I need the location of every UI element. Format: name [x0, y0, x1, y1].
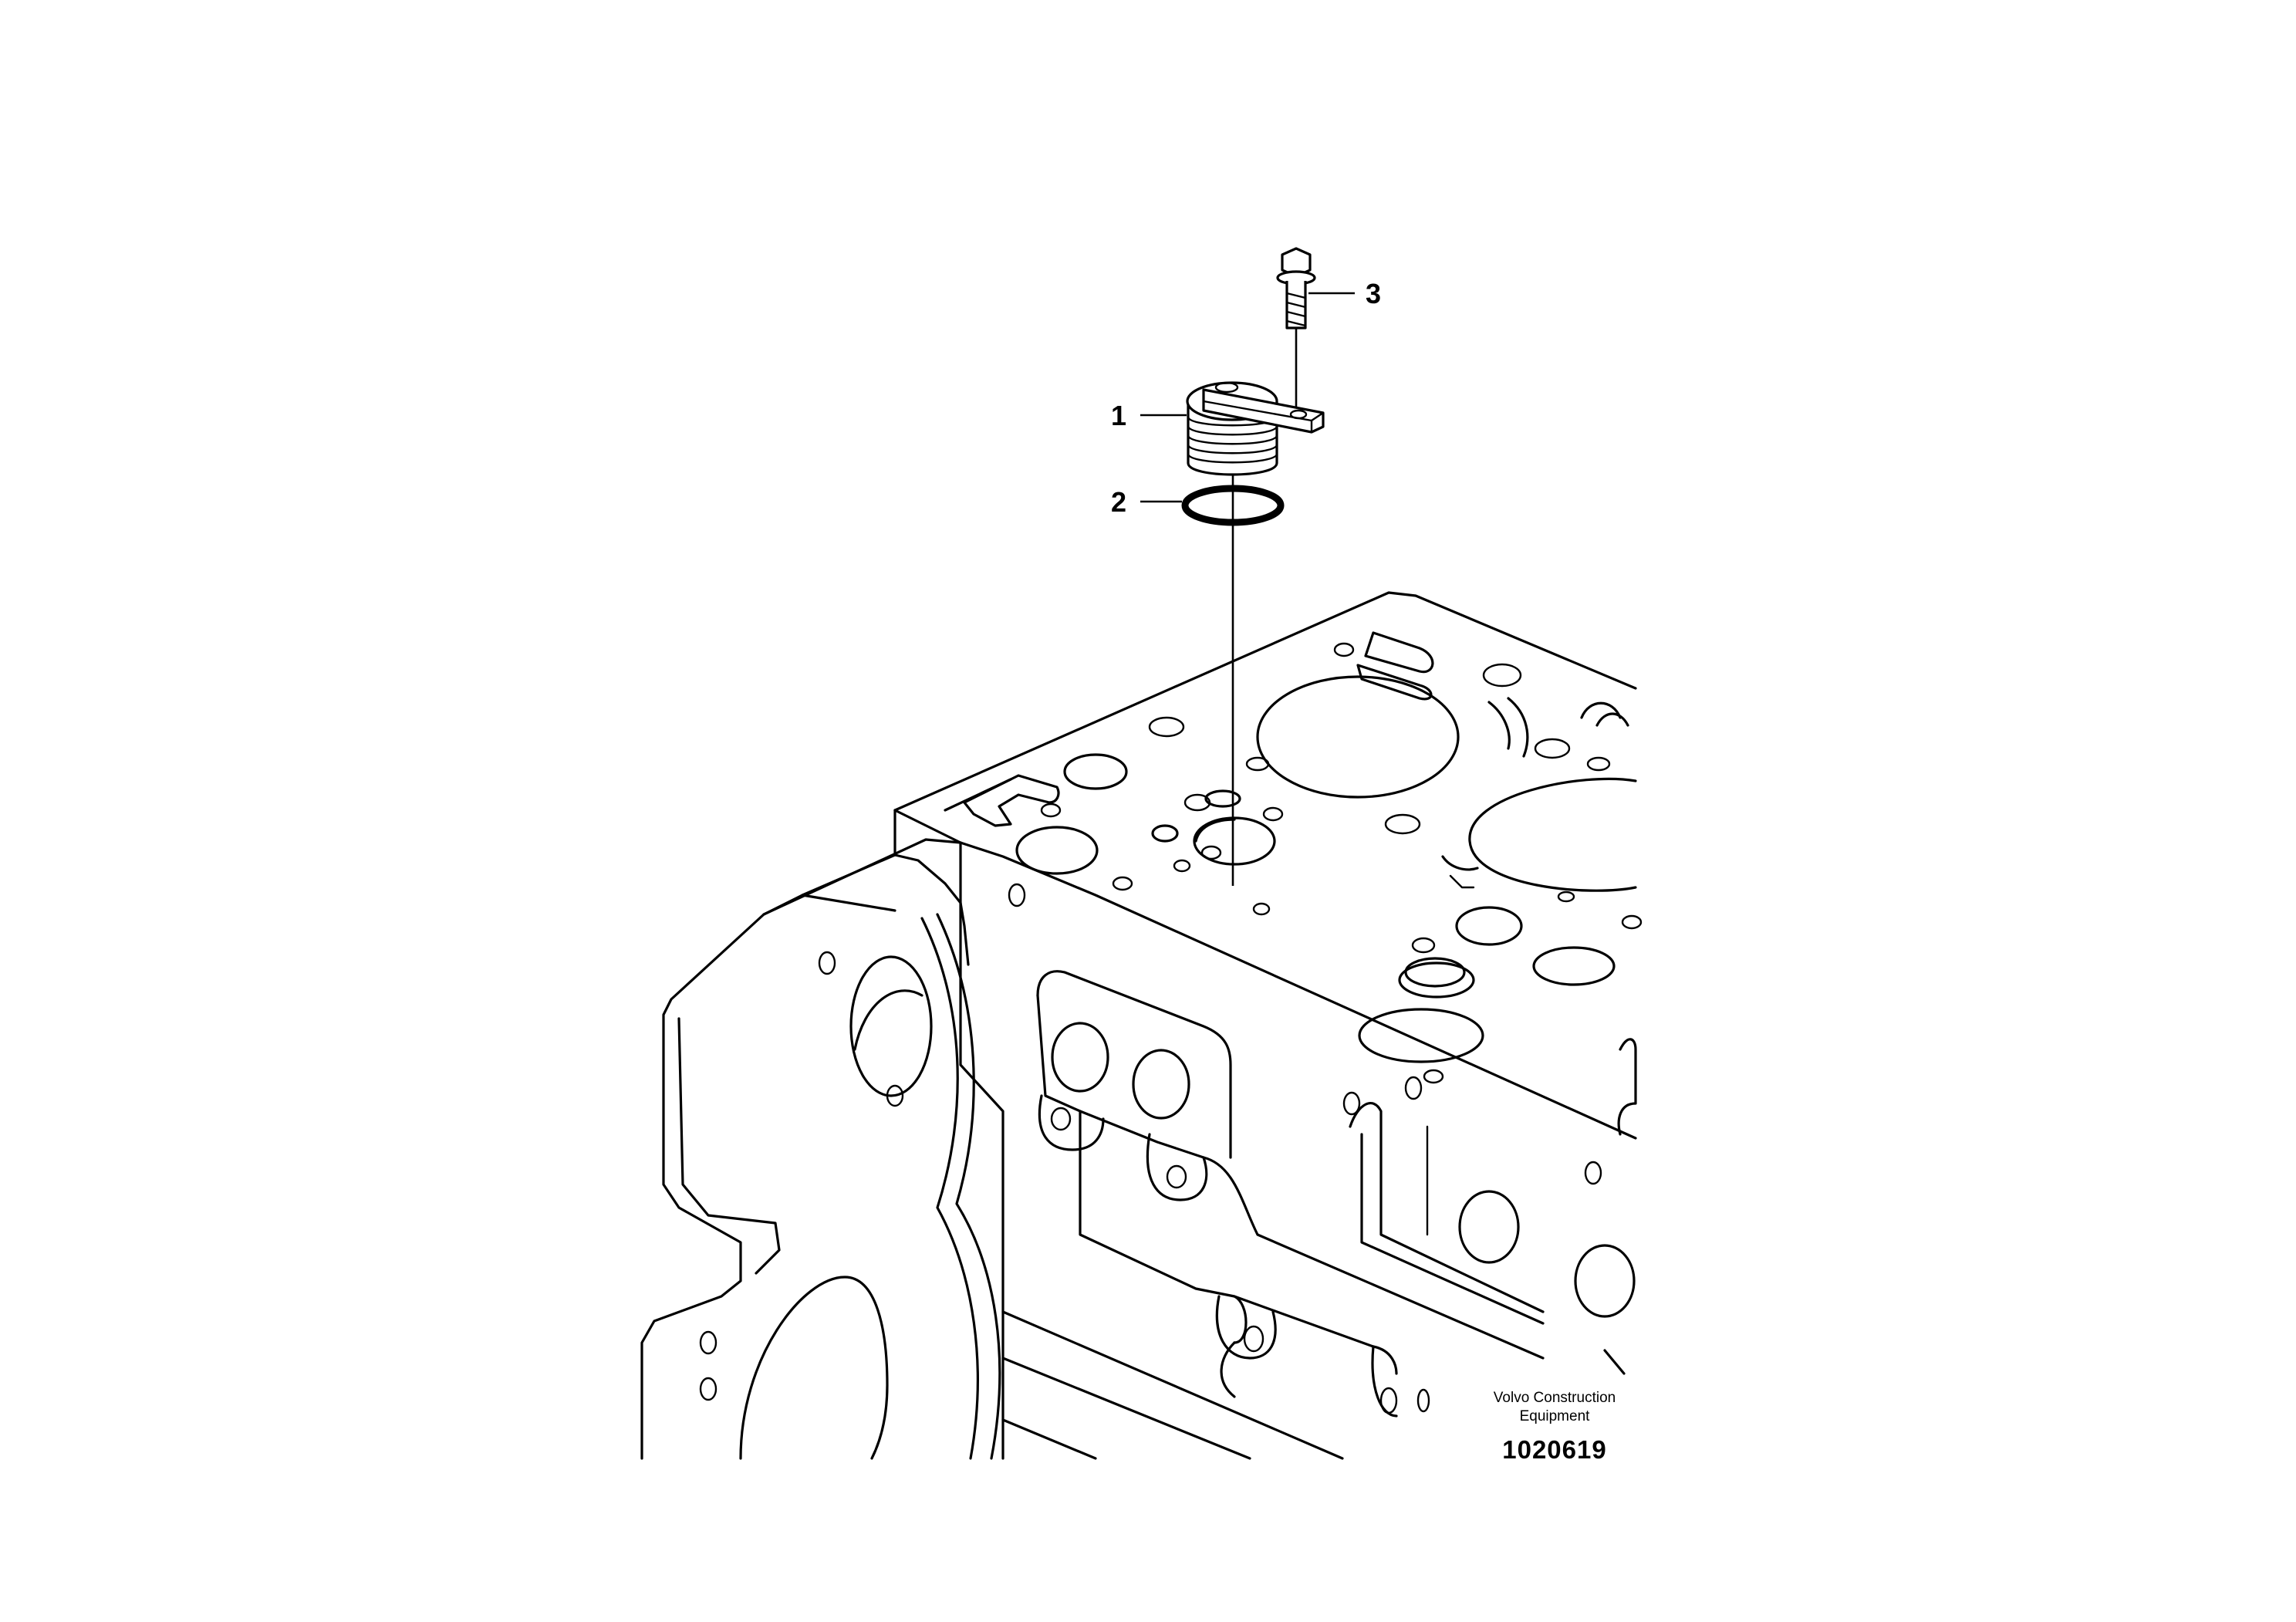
- o-ring-part: [1181, 485, 1285, 526]
- publisher-caption: Volvo Construction Equipment 1020619: [1458, 1389, 1651, 1465]
- callout-2: 2: [1111, 486, 1182, 518]
- callout-2-label: 2: [1111, 486, 1126, 518]
- illustration-number: 1020619: [1502, 1435, 1607, 1464]
- engine-block-illustration: [640, 591, 1643, 1460]
- callout-1: 1: [1111, 400, 1187, 431]
- callout-1-label: 1: [1111, 400, 1126, 431]
- threaded-plug-with-bracket-part: [1186, 381, 1325, 476]
- flange-bolt-part: [1276, 247, 1316, 329]
- callout-3-label: 3: [1366, 278, 1381, 309]
- publisher-name-line-1: Volvo Construction: [1493, 1390, 1616, 1406]
- publisher-name-line-2: Equipment: [1519, 1408, 1590, 1424]
- callout-3: 3: [1308, 278, 1381, 309]
